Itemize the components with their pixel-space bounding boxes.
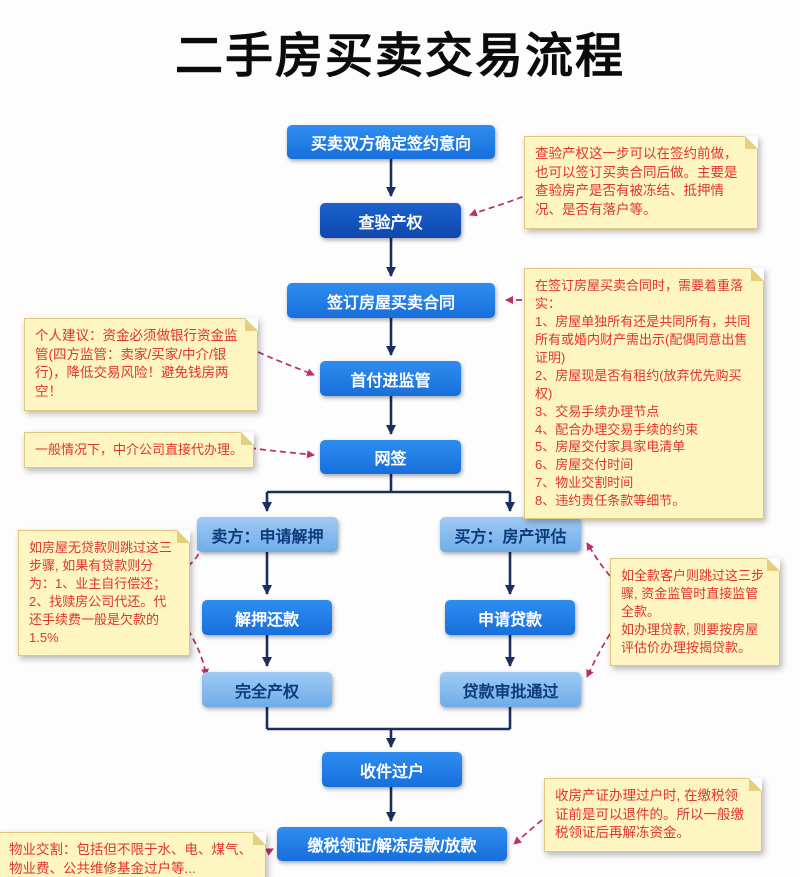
hint-note-buyer-bottom <box>586 633 611 678</box>
note-tax: 收房产证办理过户时, 在缴税领证前是可以退件的。所以一般缴税领证后再解冻资金。 <box>544 778 762 852</box>
note-seller: 如房屋无贷款则跳过这三步骤, 如果有贷款则分为：1、业主自行偿还；2、找赎房公司… <box>18 530 190 656</box>
step-deposit: 首付进监管 <box>320 361 461 396</box>
hint-note-seller-bottom <box>187 629 209 677</box>
note-buyer: 如全款客户则跳过这三步骤, 资金监管时直接监管全款。 如办理贷款, 则要按房屋评… <box>610 558 780 666</box>
step-intent: 买卖双方确定签约意向 <box>287 125 495 159</box>
step-buyer-eval: 买方：房产评估 <box>440 517 581 552</box>
hint-note-verify <box>469 192 533 217</box>
page-title: 二手房买卖交易流程 <box>174 30 625 83</box>
step-buyer-approved: 贷款审批通过 <box>440 672 581 707</box>
step-buyer-loan: 申请贷款 <box>445 600 575 635</box>
note-netsign: 一般情况下，中介公司直接代办理。 <box>24 432 254 468</box>
step-tax: 缴税领证/解冻房款/放款 <box>277 827 507 861</box>
step-seller-full: 完全产权 <box>202 672 332 707</box>
step-netsign: 网签 <box>320 440 461 474</box>
hint-note-tax <box>513 819 543 845</box>
note-contract: 在签订房屋买卖合同时，需要着重落实： 1、房屋单独所有还是共同所有，共同所有或婚… <box>524 268 764 520</box>
step-verify: 查验产权 <box>320 203 461 238</box>
step-seller-release: 卖方：申请解押 <box>197 517 338 552</box>
hint-note-netsign <box>249 447 315 459</box>
note-verify: 查验产权这一步可以在签约前做，也可以签订买卖合同后做。主要是查验房产是否有被冻结… <box>524 136 758 229</box>
hint-note-buyer-top <box>586 542 611 577</box>
hint-note-deposit <box>257 351 315 376</box>
step-transfer: 收件过户 <box>322 752 462 787</box>
step-contract: 签订房屋买卖合同 <box>287 283 495 318</box>
note-deposit: 个人建议：资金必须做银行资金监管(四方监管：卖家/买家/中介/银行)，降低交易风… <box>24 318 258 411</box>
note-handover: 物业交割：包括但不限于水、电、煤气、物业费、公共维修基金过户等... <box>0 832 266 877</box>
step-seller-repay: 解押还款 <box>202 600 332 635</box>
